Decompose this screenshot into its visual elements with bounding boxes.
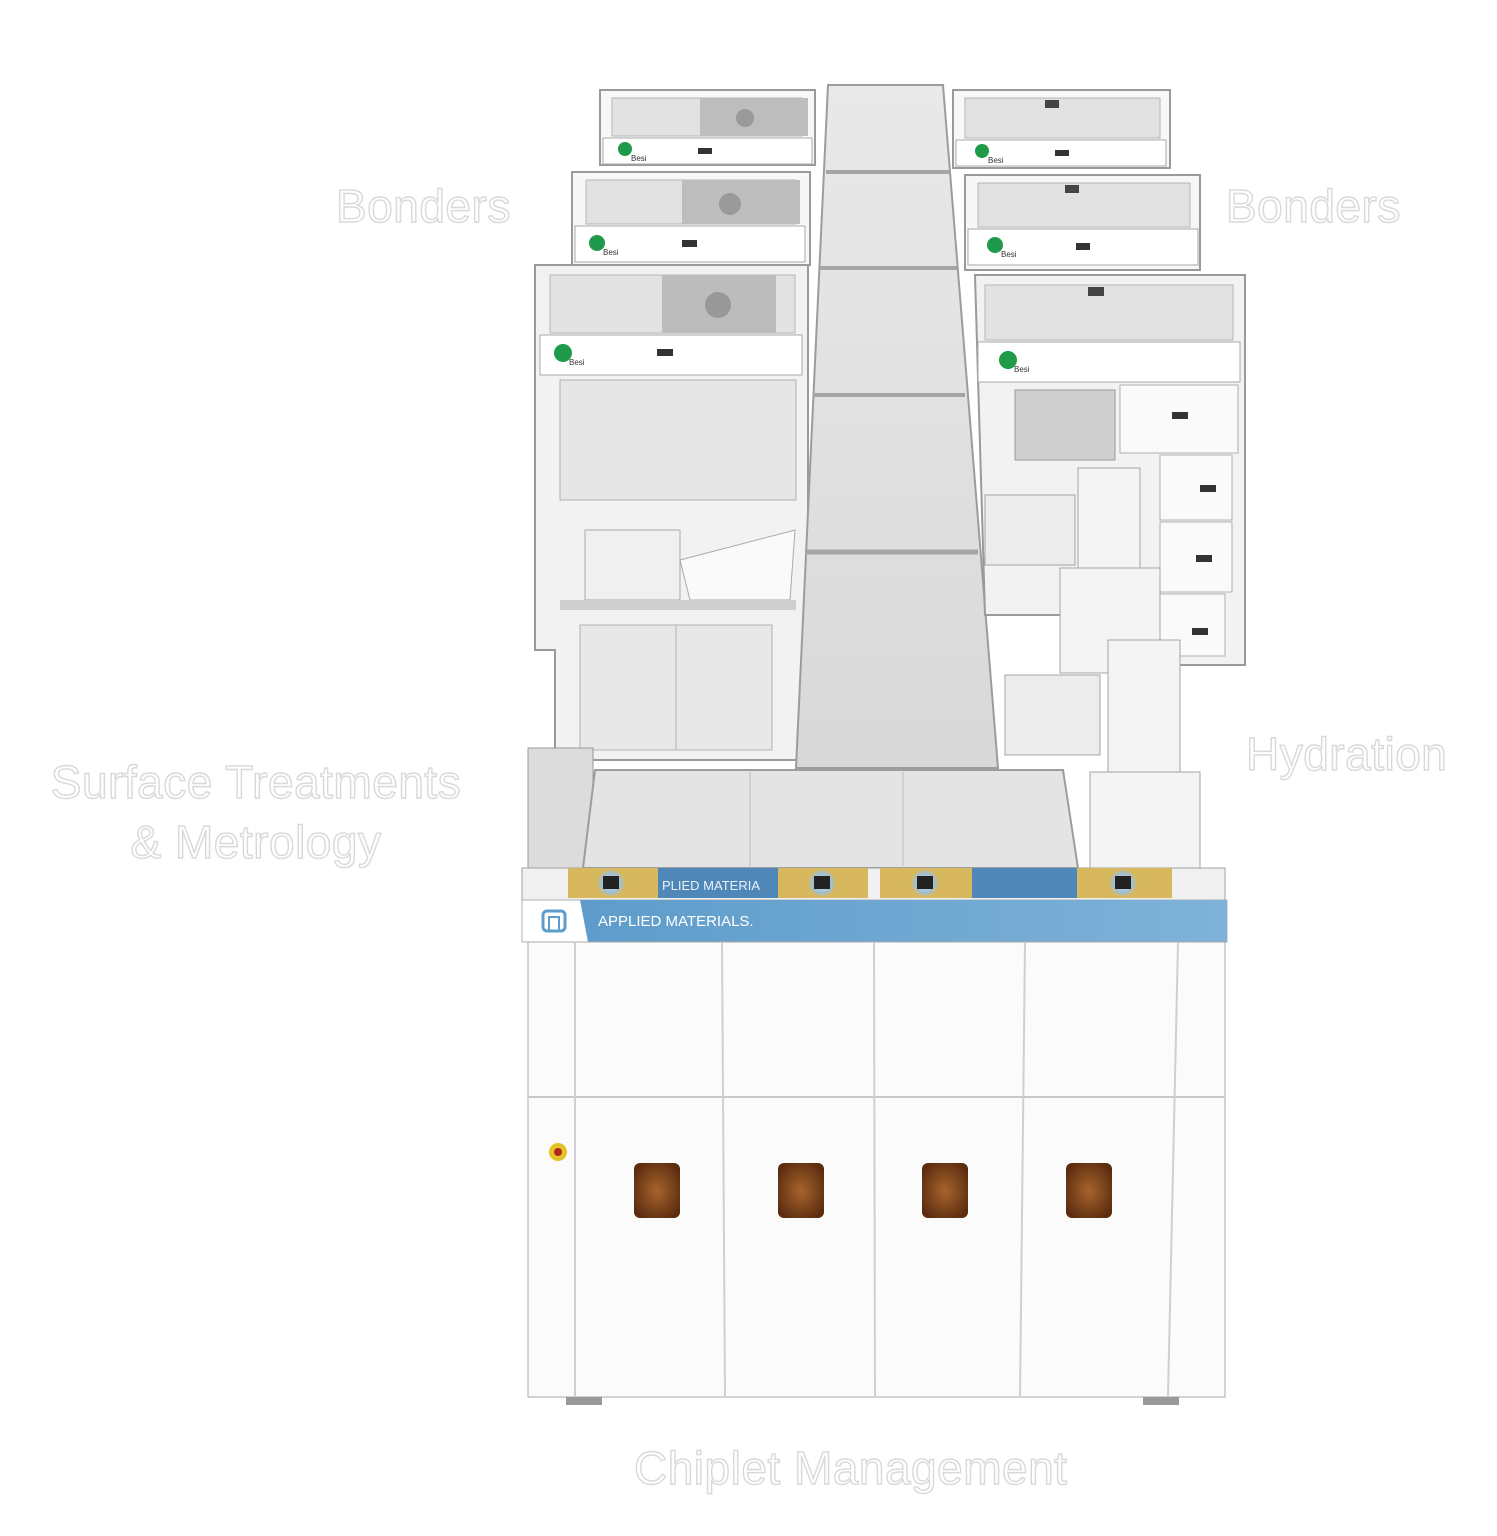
hydration-modules bbox=[984, 467, 1201, 871]
besi-logo-icon: Besi bbox=[589, 235, 619, 257]
besi-logo-icon: Besi bbox=[618, 142, 647, 163]
label-hydration: Hydration bbox=[1245, 727, 1448, 780]
label-chiplet-management: Chiplet Management bbox=[633, 1441, 1068, 1494]
chiplet-management-unit: PLIED MATERIA APPLIED MATERIALS. bbox=[521, 747, 1228, 1405]
emergency-stop-icon bbox=[549, 1143, 567, 1161]
besi-logo-icon: Besi bbox=[554, 344, 585, 367]
chip-carrier bbox=[778, 868, 868, 898]
label-surface-treatments-line1: Surface Treatments bbox=[50, 755, 462, 808]
besi-logo-icon: Besi bbox=[975, 144, 1004, 165]
label-bonders-right: Bonders bbox=[1225, 179, 1401, 232]
besi-brand-text: Besi bbox=[603, 248, 619, 257]
label-bonders-left: Bonders bbox=[335, 179, 511, 232]
right-bonder-3: Besi bbox=[973, 274, 1246, 666]
besi-brand-text: Besi bbox=[569, 358, 585, 367]
besi-logo-icon: Besi bbox=[987, 237, 1017, 259]
besi-brand-text: Besi bbox=[631, 154, 647, 163]
view-window bbox=[634, 1163, 680, 1218]
chip-carrier bbox=[880, 868, 972, 898]
transfer-tunnel bbox=[794, 84, 1000, 769]
besi-brand-text: Besi bbox=[988, 156, 1004, 165]
right-bonder-1: Besi bbox=[952, 89, 1171, 169]
view-window bbox=[1066, 1163, 1112, 1218]
chip-carrier bbox=[568, 868, 658, 898]
right-bonder-2: Besi bbox=[964, 174, 1201, 271]
besi-brand-text: Besi bbox=[1014, 365, 1030, 374]
left-bonder-1: Besi bbox=[599, 89, 816, 166]
label-surface-treatments-line2: & Metrology bbox=[130, 815, 382, 868]
applied-materials-logo-icon bbox=[541, 909, 567, 933]
view-window bbox=[922, 1163, 968, 1218]
view-window bbox=[778, 1163, 824, 1218]
besi-brand-text: Besi bbox=[1001, 250, 1017, 259]
brand-partial: PLIED MATERIA bbox=[662, 878, 760, 893]
left-bonder-3: Besi bbox=[534, 264, 809, 761]
left-bonder-2: Besi bbox=[571, 171, 811, 266]
besi-logo-icon: Besi bbox=[999, 351, 1030, 374]
chip-carrier bbox=[1077, 868, 1172, 898]
brand-banner: APPLIED MATERIALS. bbox=[598, 913, 754, 930]
